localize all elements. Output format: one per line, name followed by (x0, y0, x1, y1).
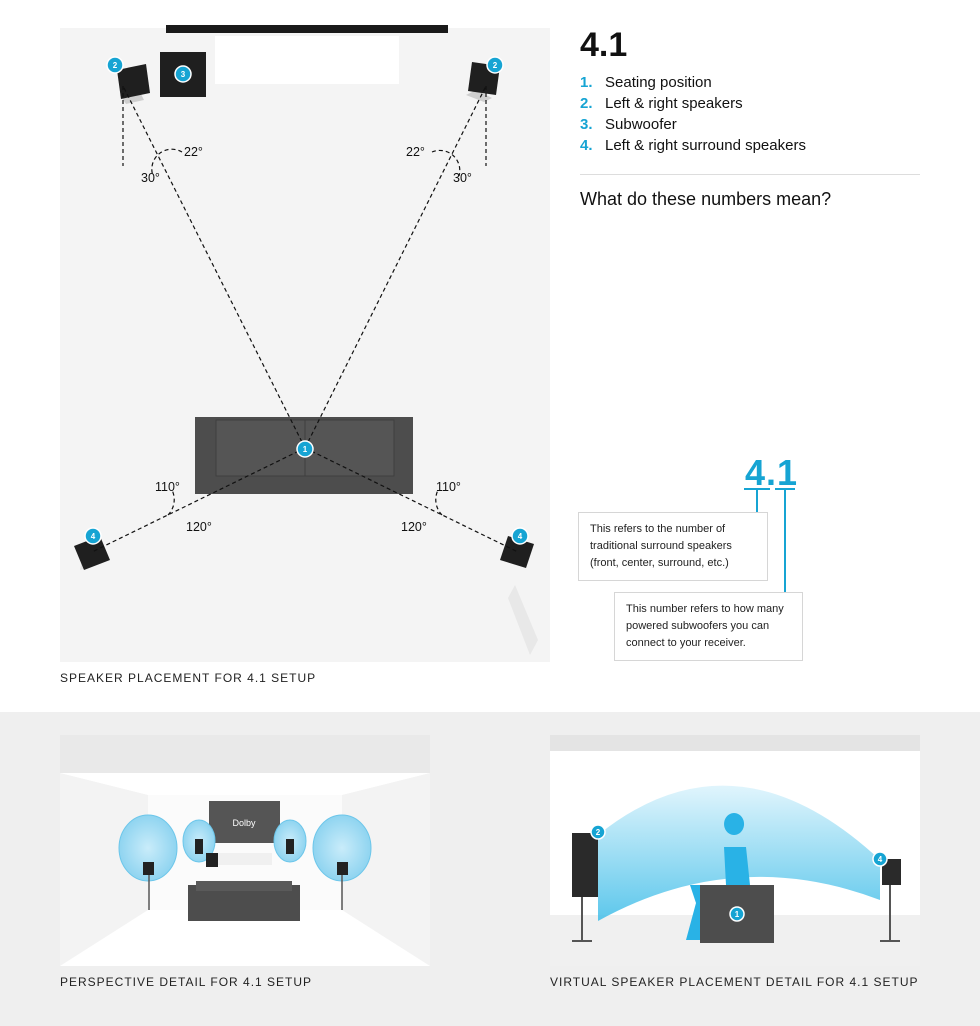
perspective-caption: PERSPECTIVE DETAIL FOR 4.1 SETUP (60, 975, 313, 989)
screen-logo: Dolby (232, 818, 256, 828)
marker-seating (296, 440, 314, 458)
legend-item-label: Left & right surround speakers (605, 137, 806, 154)
angle-front-left-outer: 30° (141, 171, 160, 185)
marker-seating (729, 906, 745, 922)
virtual-caption: VIRTUAL SPEAKER PLACEMENT DETAIL FOR 4.1… (550, 975, 919, 989)
perspective-detail-illustration: Dolby (60, 735, 430, 966)
marker-left-surround-label: 4 (91, 532, 96, 541)
right-front-speaker (286, 839, 294, 854)
tv-screen (166, 25, 448, 33)
marker-front-label: 2 (596, 828, 601, 837)
legend-item: 2. Left & right speakers (580, 93, 806, 114)
media-console (218, 853, 272, 865)
marker-front (590, 824, 606, 840)
angle-front-left-inner: 22° (184, 145, 203, 159)
legend-item: 3. Subwoofer (580, 114, 806, 135)
speaker-placement-diagram: 22° 30° 22° 30° 110° 120° 110° 120° 2 3 … (60, 25, 550, 662)
right-speaker-shadow (466, 90, 492, 102)
marker-surround-label: 4 (878, 855, 883, 864)
subwoofer-connector (784, 488, 786, 593)
marker-seating-label: 1 (303, 445, 308, 454)
surround-note: This refers to the number of traditional… (578, 512, 768, 581)
room-left-wall (60, 773, 148, 966)
legend-divider (580, 174, 920, 175)
left-front-speaker (195, 839, 203, 854)
legend-title: 4.1 (580, 26, 628, 64)
angle-surround-left-outer: 120° (186, 520, 212, 534)
legend-item-label: Left & right speakers (605, 95, 743, 112)
top-diagram-caption: SPEAKER PLACEMENT FOR 4.1 SETUP (60, 671, 317, 685)
marker-subwoofer (174, 65, 192, 83)
legend-item-number: 4. (580, 137, 593, 154)
marker-seating-label: 1 (735, 910, 740, 919)
left-surround-sound-field (118, 814, 178, 882)
subwoofer-note: This number refers to how many powered s… (614, 592, 803, 661)
numbers-question-heading: What do these numbers mean? (580, 189, 832, 209)
angle-front-right-outer: 30° (453, 171, 472, 185)
subwoofer (206, 853, 218, 867)
legend-item: 1. Seating position (580, 72, 806, 93)
sofa-back (196, 881, 292, 891)
right-surround-shadow (508, 585, 538, 655)
angle-surround-right-inner: 110° (436, 480, 461, 494)
room-ceiling (60, 735, 430, 773)
right-surround-speaker (500, 536, 534, 568)
legend-item-label: Subwoofer (605, 116, 677, 133)
angle-front-right-inner: 22° (406, 145, 425, 159)
surround-connector (756, 488, 758, 513)
legend-item-number: 3. (580, 116, 593, 133)
virtual-placement-illustration: 2 4 1 (550, 735, 920, 966)
right-surround-speaker (337, 862, 348, 875)
angle-surround-left-inner: 110° (155, 480, 180, 494)
legend-item-number: 1. (580, 74, 593, 91)
left-surround-speaker (143, 862, 154, 875)
legend-item-number: 2. (580, 95, 593, 112)
legend-item-label: Seating position (605, 74, 712, 91)
room-right-wall (342, 773, 430, 966)
marker-surround (872, 851, 888, 867)
sight-lines (91, 85, 519, 553)
legend-list: 1. Seating position 2. Left & right speake… (580, 72, 806, 156)
front-speaker (572, 833, 598, 897)
sofa-cushion-left (215, 419, 306, 477)
media-console (215, 36, 399, 84)
screen (209, 801, 280, 843)
room-floor (60, 28, 550, 662)
room-ceiling (550, 735, 920, 751)
explainer-big-number: 4.1 (745, 452, 799, 493)
legend-item: 4. Left & right surround speakers (580, 135, 806, 156)
marker-left-speaker-label: 2 (113, 61, 118, 70)
sofa-cushion-right (304, 419, 395, 477)
marker-right-speaker-label: 2 (493, 61, 498, 70)
marker-right-surround (511, 527, 529, 545)
surround-speaker (882, 859, 901, 885)
marker-left-surround (84, 527, 102, 545)
marker-subwoofer-label: 3 (181, 70, 186, 79)
marker-right-surround-label: 4 (518, 532, 523, 541)
marker-left-speaker (106, 56, 124, 74)
angle-surround-right-outer: 120° (401, 520, 427, 534)
marker-right-speaker (486, 56, 504, 74)
left-surround-speaker (74, 536, 110, 570)
